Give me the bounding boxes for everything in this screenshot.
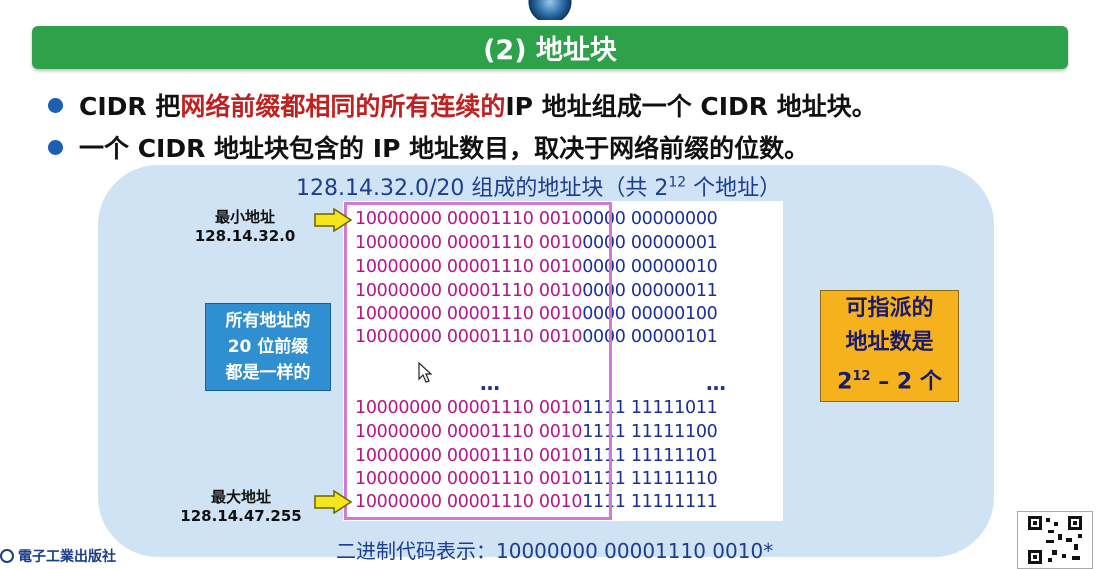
row-prefix: 10000000 00001110 0010 (355, 233, 583, 253)
formula-base: 2 (837, 369, 853, 395)
binary-row: 10000000 00001110 00100000 00000011 (355, 281, 718, 301)
binary-row: 10000000 00001110 00101111 11111101 (355, 446, 718, 466)
row-prefix: 10000000 00001110 0010 (355, 469, 583, 489)
row-prefix: 10000000 00001110 0010 (355, 492, 583, 512)
row-suffix: 0000 00000011 (582, 281, 718, 301)
assignable-note-box: 可指派的 地址数是 212 – 2 个 (820, 290, 959, 402)
assignable-note-line: 地址数是 (845, 330, 934, 356)
row-suffix: 1111 11111110 (582, 469, 718, 489)
prefix-frame (344, 202, 612, 520)
row-prefix: 10000000 00001110 0010 (355, 422, 583, 442)
row-suffix: 1111 11111011 (582, 398, 718, 418)
bullet-1-after: IP 地址组成一个 CIDR 地址块。 (505, 92, 877, 121)
logo-icon (528, 0, 572, 20)
slide-title-text: (2) 地址块 (483, 35, 617, 66)
binary-list-area (343, 201, 783, 521)
assignable-note-formula: 212 – 2 个 (837, 360, 942, 399)
max-address-value: 128.14.47.255 (180, 507, 302, 525)
arrow-right-icon (314, 208, 352, 232)
row-prefix: 10000000 00001110 0010 (355, 398, 583, 418)
prefix-note-box: 所有地址的 20 位前缀 都是一样的 (205, 303, 331, 391)
row-suffix: 0000 00000100 (582, 304, 718, 324)
prefix-note-line: 20 位前缀 (227, 337, 309, 357)
max-address-label: 最大地址 128.14.47.255 (176, 488, 306, 526)
binary-row: 10000000 00001110 00100000 00000001 (355, 233, 718, 253)
binary-row: 10000000 00001110 00100000 00000000 (355, 209, 718, 229)
bullet-1-before: CIDR 把 (79, 92, 181, 121)
binary-row: 10000000 00001110 00101111 11111111 (355, 492, 718, 512)
row-suffix: 1111 11111101 (582, 446, 718, 466)
row-suffix: 0000 00000010 (582, 257, 718, 277)
ellipsis-suffix: … (706, 371, 726, 395)
row-suffix: 1111 11111111 (582, 492, 718, 512)
bullet-2: 一个 CIDR 地址块包含的 IP 地址数目，取决于网络前缀的位数。 (48, 129, 809, 165)
binary-row: 10000000 00001110 00100000 00000010 (355, 257, 718, 277)
cursor-icon (418, 362, 432, 383)
publisher-logo: 電子工業出版社 (0, 545, 116, 567)
binary-row: 10000000 00001110 00101111 11111100 (355, 422, 718, 442)
binary-row: 10000000 00001110 00101111 11111110 (355, 469, 718, 489)
row-prefix: 10000000 00001110 0010 (355, 304, 583, 324)
slide-title: (2) 地址块 (32, 26, 1068, 69)
min-address-value: 128.14.32.0 (194, 227, 296, 245)
max-address-title: 最大地址 (210, 488, 271, 506)
min-address-label: 最小地址 128.14.32.0 (190, 208, 300, 246)
publisher-mark-icon (0, 549, 14, 563)
block-title: 128.14.32.0/20 组成的地址块（共 212 个地址） (296, 170, 781, 202)
row-suffix: 0000 00000101 (582, 327, 718, 347)
bullet-1-highlight: 网络前缀都相同的所有连续的 (180, 92, 506, 121)
row-prefix: 10000000 00001110 0010 (355, 209, 583, 229)
formula-tail: – 2 个 (870, 369, 942, 395)
row-prefix: 10000000 00001110 0010 (355, 446, 583, 466)
row-prefix: 10000000 00001110 0010 (355, 281, 583, 301)
min-address-title: 最小地址 (214, 208, 275, 226)
row-suffix: 0000 00000000 (582, 209, 718, 229)
row-suffix: 1111 11111100 (582, 422, 718, 442)
qr-code-icon (1017, 511, 1093, 569)
binary-representation: 二进制代码表示：10000000 00001110 0010* (336, 539, 774, 563)
row-prefix: 10000000 00001110 0010 (355, 257, 583, 277)
ellipsis-prefix: … (480, 371, 500, 395)
publisher-name: 電子工業出版社 (18, 549, 116, 565)
prefix-note-line: 都是一样的 (225, 363, 311, 383)
binary-row: 10000000 00001110 00101111 11111011 (355, 398, 718, 418)
binary-row: 10000000 00001110 00100000 00000100 (355, 304, 718, 324)
bullet-dot-icon (48, 139, 63, 155)
formula-exponent: 12 (852, 369, 871, 385)
block-title-tail: 个地址） (686, 176, 782, 201)
binary-row: 10000000 00001110 00100000 00000101 (355, 327, 718, 347)
bullet-1: CIDR 把 网络前缀都相同的所有连续的 IP 地址组成一个 CIDR 地址块。 (48, 87, 877, 123)
bullet-dot-icon (48, 97, 63, 113)
assignable-note-line: 可指派的 (845, 296, 934, 322)
row-prefix: 10000000 00001110 0010 (355, 327, 583, 347)
bullet-2-text: 一个 CIDR 地址块包含的 IP 地址数目，取决于网络前缀的位数。 (79, 134, 810, 163)
block-title-main: 128.14.32.0/20 组成的地址块（共 2 (296, 176, 669, 201)
arrow-right-icon (314, 490, 352, 514)
prefix-note-line: 所有地址的 (225, 311, 311, 331)
block-title-exponent: 12 (668, 174, 687, 191)
row-suffix: 0000 00000001 (582, 233, 718, 253)
